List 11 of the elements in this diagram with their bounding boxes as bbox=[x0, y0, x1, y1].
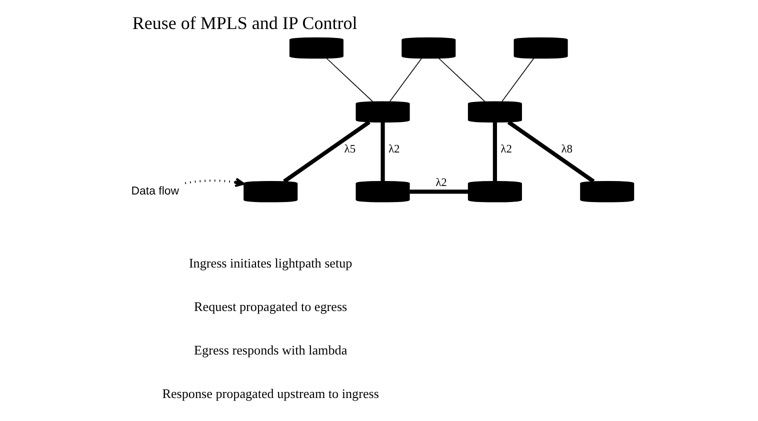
label: Response propagated upstream to ingress bbox=[162, 386, 378, 401]
edge-label: λ2 bbox=[500, 144, 512, 156]
diagram-title: Reuse of MPLS and IP Control bbox=[132, 13, 357, 34]
edge-label: λ2 bbox=[435, 177, 446, 190]
label: Egress responds with lambda bbox=[194, 342, 347, 358]
label: Request propagated to egress bbox=[194, 299, 347, 314]
node-text: Data flow bbox=[130, 186, 179, 198]
edge-label: λ5 bbox=[344, 144, 356, 156]
edge-label: λ8 bbox=[560, 144, 572, 156]
edge-label: λ2 bbox=[388, 144, 400, 156]
label: Ingress initiates lightpath setup bbox=[188, 256, 352, 271]
